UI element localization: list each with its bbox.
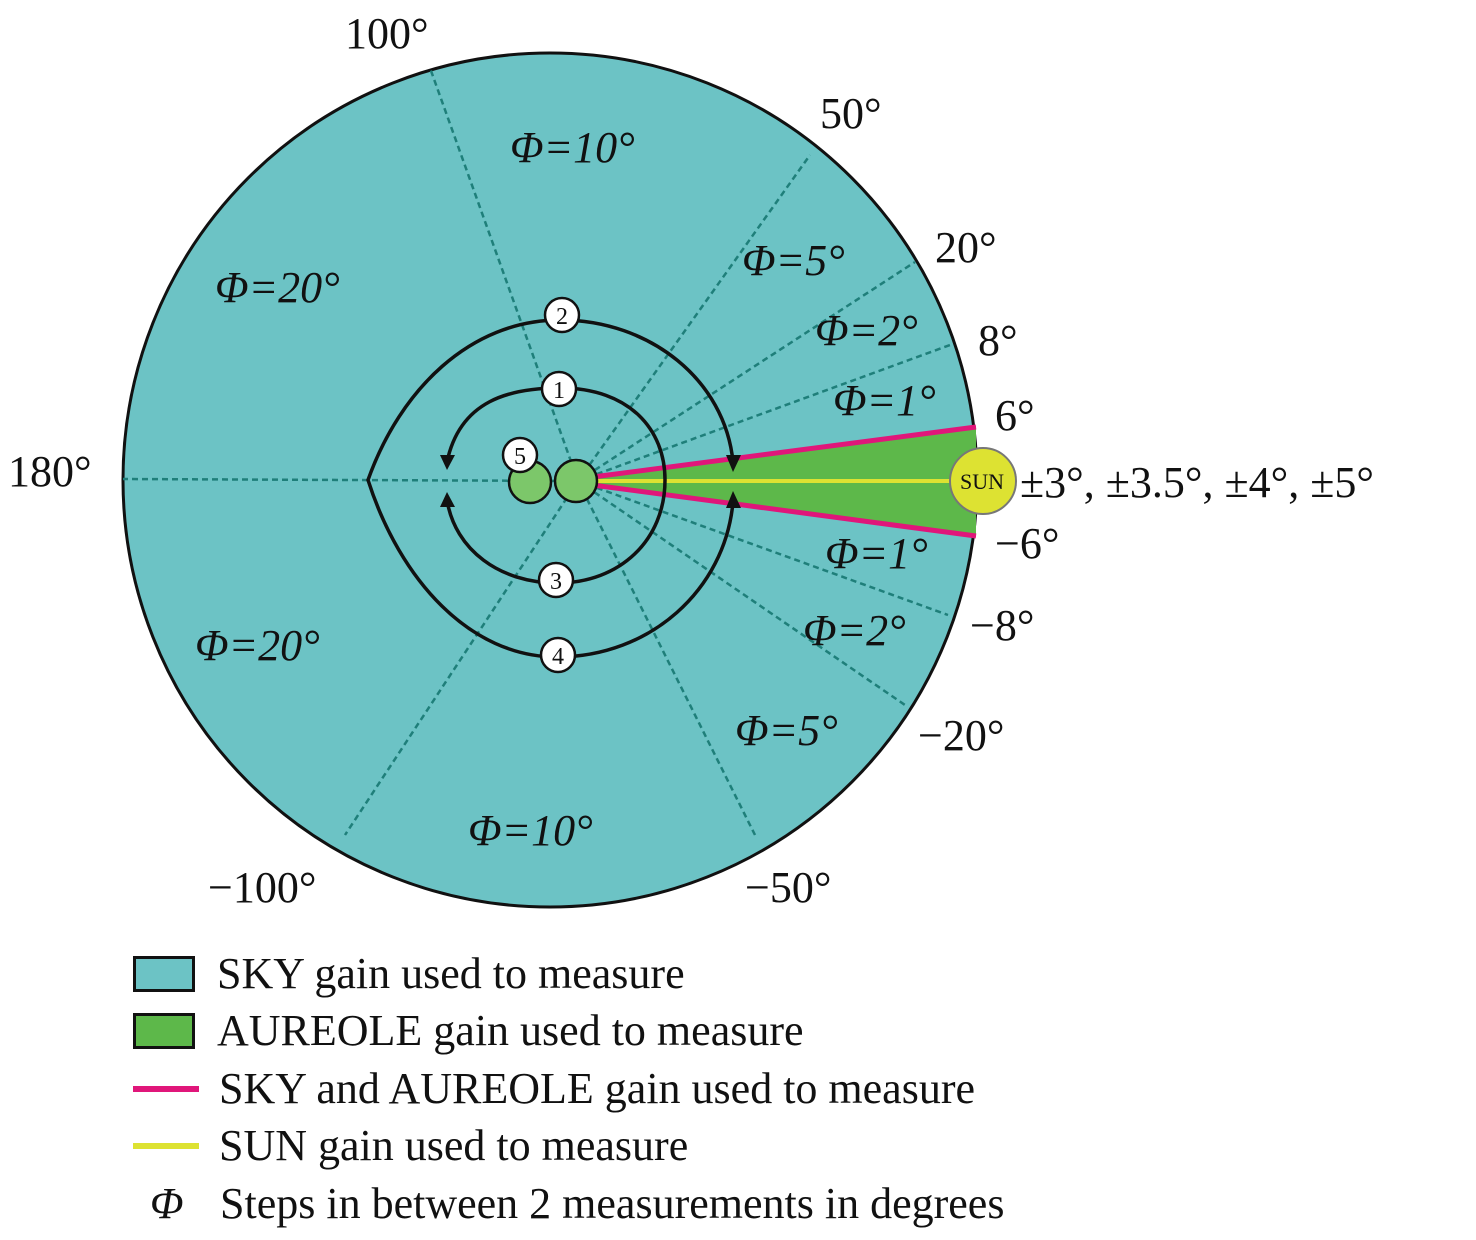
angle-label: 180° (8, 447, 92, 496)
aureole-swatch (133, 1012, 195, 1049)
sky-swatch (133, 955, 195, 992)
sky-aureole-line-bottom (584, 481, 977, 539)
legend-item-aureole: AUREOLE gain used to measure (133, 1005, 804, 1056)
aureole-point-center (553, 458, 599, 504)
legend-label: SUN gain used to measure (219, 1121, 689, 1170)
angle-label: 100° (345, 9, 429, 58)
sky-aureole-line-top (584, 424, 977, 481)
legend-label: Steps in between 2 measurements in degre… (220, 1179, 1005, 1228)
polar-diagram: 2 1 3 4 5 SUN 100° 50° 20° 8° 6° 180° ±3… (8, 9, 1374, 912)
step-label: Φ=1° (825, 529, 928, 578)
legend-label: SKY gain used to measure (217, 949, 685, 998)
step-label: Φ=20° (215, 263, 340, 312)
angle-label: 50° (820, 89, 882, 138)
legend-item-sky-aureole: SKY and AUREOLE gain used to measure (133, 1063, 975, 1114)
phi-symbol: Φ (150, 1179, 184, 1228)
angle-label: −8° (970, 601, 1034, 650)
sequence-number: 2 (556, 304, 568, 330)
legend-label: AUREOLE gain used to measure (217, 1006, 804, 1055)
sun-label: SUN (960, 469, 1004, 494)
inner-scan-loop (445, 386, 667, 585)
angle-label: −20° (918, 711, 1004, 760)
step-label: Φ=1° (833, 376, 936, 425)
legend-item-sun: SUN gain used to measure (133, 1120, 688, 1171)
step-label: Φ=2° (815, 306, 918, 355)
arrow-icon (440, 455, 455, 470)
step-label: Φ=10° (510, 123, 635, 172)
step-label: Φ=20° (195, 621, 320, 670)
legend-item-phi: Φ Steps in between 2 measurements in deg… (150, 1178, 1004, 1229)
sequence-number: 3 (550, 569, 562, 595)
arrow-icon (726, 491, 741, 508)
angle-label: −6° (995, 519, 1059, 568)
step-label: Φ=5° (735, 706, 838, 755)
yellow-line-swatch (133, 1142, 199, 1149)
legend-item-sky: SKY gain used to measure (133, 948, 685, 999)
angle-label: 20° (935, 223, 997, 272)
angle-label: −50° (745, 863, 831, 912)
arrow-icon (726, 455, 741, 472)
arrow-icon (440, 492, 455, 507)
step-rays (122, 67, 951, 836)
step-label: Φ=10° (468, 806, 593, 855)
step-label: Φ=5° (742, 236, 845, 285)
outer-scan-loop (366, 318, 735, 659)
angle-label: 6° (995, 391, 1035, 440)
sequence-number: 5 (514, 444, 526, 470)
sequence-number: 4 (552, 644, 564, 670)
sun-offsets-label: ±3°, ±3.5°, ±4°, ±5° (1020, 458, 1374, 507)
magenta-line-swatch (133, 1085, 199, 1092)
sun-icon (949, 447, 1017, 515)
step-label: Φ=2° (803, 606, 906, 655)
angle-label: 8° (978, 316, 1018, 365)
sequence-markers: 2 1 3 4 5 (501, 296, 581, 674)
angle-label: −100° (208, 863, 316, 912)
legend-label: SKY and AUREOLE gain used to measure (219, 1064, 976, 1113)
sequence-number: 1 (553, 378, 565, 404)
